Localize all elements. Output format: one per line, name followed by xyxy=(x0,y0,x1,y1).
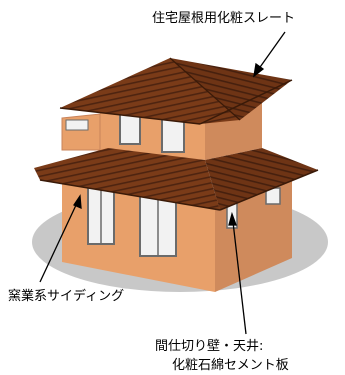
lower-roof-front xyxy=(34,148,220,210)
siding-leader-arrow xyxy=(39,194,82,283)
interior-label-line2: 化粧石綿セメント板 xyxy=(172,358,289,373)
upper-roof-front xyxy=(60,58,240,124)
interior-leader-arrow xyxy=(228,211,247,335)
lower-roof-side xyxy=(205,148,318,210)
roof-label: 住宅屋根用化粧スレート xyxy=(152,11,296,26)
upper-window-right xyxy=(161,117,185,153)
upper-roof-back xyxy=(170,58,292,120)
roof-leader-arrow xyxy=(253,31,286,78)
interior-label-line1: 間仕切り壁・天井: xyxy=(155,339,264,354)
siding-label: 窯業系サイディング xyxy=(8,289,125,304)
balcony xyxy=(61,113,101,151)
